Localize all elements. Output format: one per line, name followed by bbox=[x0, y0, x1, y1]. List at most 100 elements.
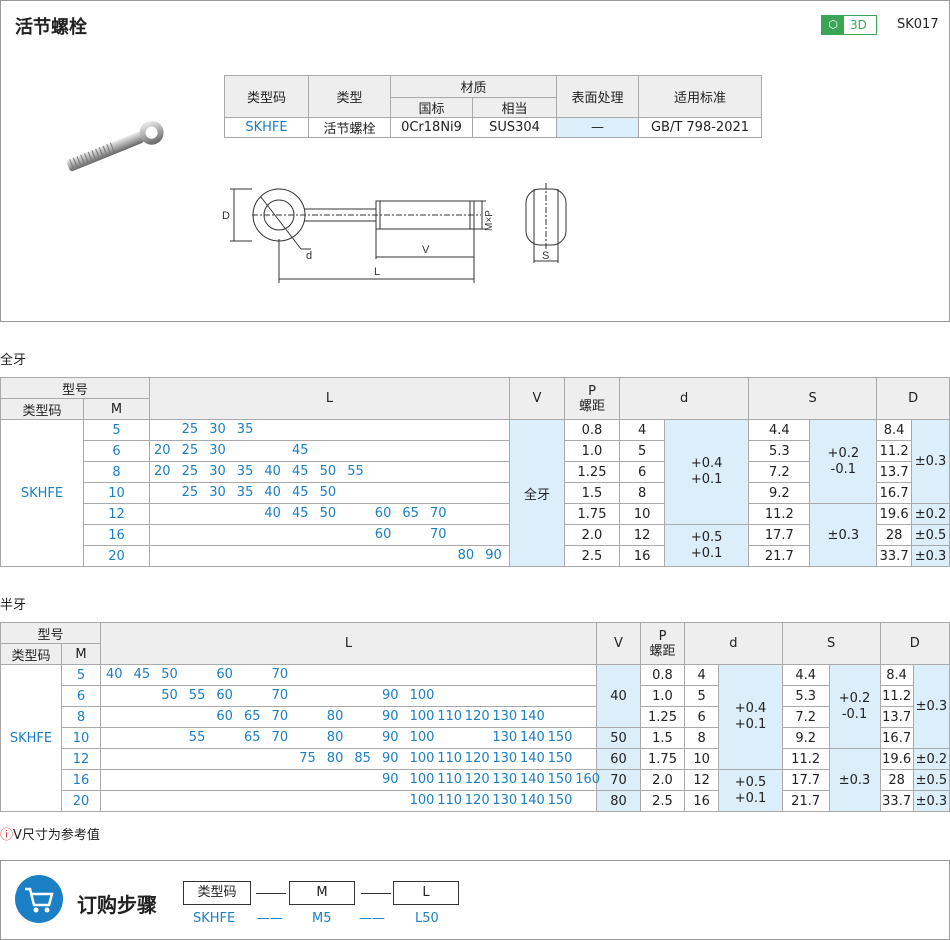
S-cell: 9.2 bbox=[781, 727, 830, 749]
L-value: 130 bbox=[492, 793, 518, 808]
d-cell: 5 bbox=[618, 440, 666, 462]
L-value: 80 bbox=[326, 730, 344, 745]
order-dash: —— bbox=[257, 911, 283, 926]
d-cell: 8 bbox=[618, 482, 666, 504]
P-cell: 1.75 bbox=[564, 503, 620, 525]
L-value: 100 bbox=[409, 709, 435, 724]
D-cell: 13.7 bbox=[876, 461, 913, 483]
half-h-D: D bbox=[879, 622, 950, 665]
M-cell: 20 bbox=[83, 545, 150, 567]
L-value: 30 bbox=[209, 443, 226, 458]
D-tol-cell: ±0.2 bbox=[911, 503, 950, 525]
M-cell: 10 bbox=[83, 482, 150, 504]
D-cell: 13.7 bbox=[879, 706, 914, 728]
V-cell: 60 bbox=[596, 748, 641, 770]
D-cell: 19.6 bbox=[879, 748, 914, 770]
dim-V-label: V bbox=[422, 244, 430, 256]
type-code-cell: SKHFE bbox=[0, 419, 84, 567]
order-value-type-code: SKHFE bbox=[193, 911, 236, 926]
L-value: 40 bbox=[264, 464, 281, 479]
spec-h-surface: 表面处理 bbox=[556, 75, 639, 118]
S-cell: 4.4 bbox=[781, 664, 830, 686]
spec-h-material: 材质 bbox=[390, 75, 557, 98]
half-h-V: V bbox=[596, 622, 641, 665]
D-cell: 11.2 bbox=[876, 440, 913, 462]
D-cell: 28 bbox=[876, 524, 913, 546]
L-value: 50 bbox=[161, 688, 178, 703]
D-cell: 8.4 bbox=[876, 419, 913, 441]
L-value: 25 bbox=[181, 422, 199, 437]
order-box-type-code: 类型码 bbox=[183, 881, 251, 905]
full-thread-section-title: 全牙 bbox=[0, 353, 27, 368]
L-value: 90 bbox=[382, 709, 399, 724]
d-cell: 4 bbox=[683, 664, 720, 686]
L-value: 130 bbox=[492, 709, 518, 724]
d-cell: 4 bbox=[618, 419, 666, 441]
L-value: 160 bbox=[575, 772, 601, 787]
D-tol-cell: ±0.3 bbox=[911, 419, 950, 504]
3d-button[interactable]: ⬡3D bbox=[821, 15, 877, 35]
V-cell: 全牙 bbox=[509, 419, 565, 567]
spec-type-code: SKHFE bbox=[224, 117, 309, 138]
P-cell: 2.0 bbox=[564, 524, 620, 546]
L-value: 45 bbox=[292, 464, 309, 479]
S-cell: 11.2 bbox=[781, 748, 830, 770]
L-value: 110 bbox=[437, 793, 463, 808]
L-value: 60 bbox=[216, 709, 233, 724]
D-cell: 16.7 bbox=[879, 727, 914, 749]
S-cell: 7.2 bbox=[781, 706, 830, 728]
S-tol-cell: +0.2-0.1 bbox=[809, 419, 878, 504]
P-cell: 2.5 bbox=[640, 790, 685, 812]
D-tol-cell: ±0.5 bbox=[912, 769, 950, 791]
L-value: 40 bbox=[264, 485, 281, 500]
L-value: 110 bbox=[437, 772, 463, 787]
L-value: 35 bbox=[236, 485, 254, 500]
spec-equiv: SUS304 bbox=[472, 117, 557, 138]
order-title: 订购步骤 bbox=[77, 893, 157, 917]
spec-type: 活节螺栓 bbox=[308, 117, 391, 138]
L-value: 60 bbox=[374, 527, 392, 542]
L-value: 110 bbox=[437, 751, 463, 766]
P-cell: 2.0 bbox=[640, 769, 685, 791]
P-cell: 1.5 bbox=[564, 482, 620, 504]
spec-gb: 0Cr18Ni9 bbox=[390, 117, 473, 138]
L-value: 90 bbox=[382, 730, 399, 745]
L-value: 150 bbox=[547, 793, 573, 808]
L-value: 45 bbox=[292, 443, 309, 458]
L-value: 80 bbox=[326, 751, 344, 766]
half-h-L: L bbox=[100, 622, 597, 665]
order-box-L: L bbox=[393, 881, 459, 905]
D-tol-cell: ±0.3 bbox=[912, 790, 950, 812]
L-value: 20 bbox=[154, 464, 171, 479]
L-value: 20 bbox=[154, 443, 171, 458]
dim-L-label: L bbox=[374, 266, 380, 278]
spec-h-standard: 适用标准 bbox=[638, 75, 762, 118]
d-cell: 12 bbox=[683, 769, 720, 791]
d-tol-cell: +0.4+0.1 bbox=[718, 664, 783, 770]
L-value: 130 bbox=[492, 772, 518, 787]
S-tol-cell: ±0.3 bbox=[828, 748, 881, 812]
L-value: 55 bbox=[188, 688, 206, 703]
D-cell: 16.7 bbox=[876, 482, 913, 504]
M-cell: 12 bbox=[61, 748, 101, 770]
M-cell: 5 bbox=[61, 664, 101, 686]
L-value: 90 bbox=[382, 772, 399, 787]
spec-surface: — bbox=[556, 117, 639, 138]
V-cell: 50 bbox=[596, 727, 641, 749]
L-value: 30 bbox=[209, 422, 226, 437]
L-value: 70 bbox=[430, 506, 447, 521]
P-cell: 1.5 bbox=[640, 727, 685, 749]
full-h-L: L bbox=[149, 377, 510, 420]
M-cell: 6 bbox=[61, 685, 101, 707]
